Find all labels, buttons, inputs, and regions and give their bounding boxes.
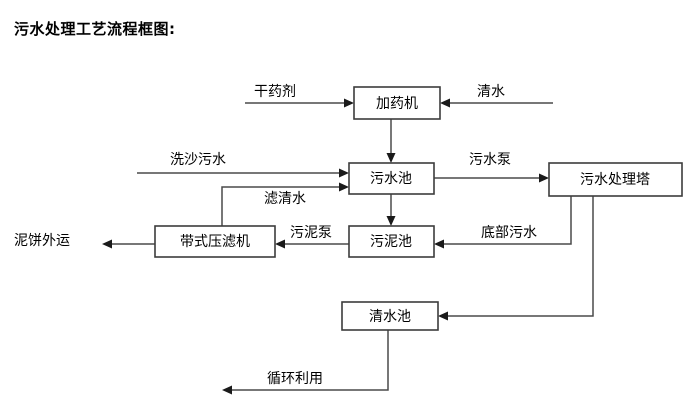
edge-label-recycle: 循环利用 bbox=[267, 371, 323, 387]
node-label-treatment-tower: 污水处理塔 bbox=[580, 172, 650, 188]
node-label-wastewater-pool: 污水池 bbox=[370, 171, 412, 187]
terminal-label-mud-cake-out: 泥饼外运 bbox=[14, 233, 70, 249]
edge-sandwash-to-wastewater-pool bbox=[137, 168, 349, 178]
edge-press-to-mud-cake bbox=[102, 239, 155, 249]
edge-sludge-pool-to-press bbox=[275, 239, 349, 249]
node-label-belt-filter-press: 带式压滤机 bbox=[180, 234, 250, 250]
terminal-label-dry-chemical: 干药剂 bbox=[254, 84, 296, 100]
node-dosing-machine[interactable]: 加药机 bbox=[353, 86, 441, 120]
node-label-sludge-pool: 污泥池 bbox=[370, 234, 412, 250]
edge-label-wastewater-pump: 污水泵 bbox=[469, 152, 511, 168]
node-sludge-pool[interactable]: 污泥池 bbox=[348, 225, 435, 258]
page-title: 污水处理工艺流程框图: bbox=[14, 20, 176, 38]
edge-tower-to-clean-water-pool bbox=[438, 196, 594, 321]
node-clean-water-pool[interactable]: 清水池 bbox=[341, 301, 439, 331]
node-belt-filter-press[interactable]: 带式压滤机 bbox=[154, 225, 276, 258]
node-label-clean-water-pool: 清水池 bbox=[369, 309, 411, 325]
edge-label-bottom-wastewater: 底部污水 bbox=[481, 225, 537, 241]
edge-clean-water-to-dosing bbox=[440, 98, 553, 108]
terminal-label-sand-wash-wastewater: 洗沙污水 bbox=[170, 152, 226, 168]
edge-dry-chemical-to-dosing bbox=[245, 98, 354, 108]
edge-tower-to-sludge-pool bbox=[434, 196, 572, 249]
edge-filtrate-to-wastewater-pool bbox=[221, 182, 349, 226]
edge-wastewater-pool-to-tower bbox=[434, 173, 549, 183]
node-label-dosing-machine: 加药机 bbox=[376, 96, 418, 112]
edge-label-filtrate: 滤清水 bbox=[264, 191, 306, 207]
edge-dosing-to-wastewater-pool bbox=[386, 119, 396, 163]
edge-label-sludge-pump: 污泥泵 bbox=[290, 225, 332, 241]
terminal-label-clean-water: 清水 bbox=[477, 84, 505, 100]
node-wastewater-pool[interactable]: 污水池 bbox=[348, 162, 435, 195]
edge-clean-water-pool-recycle bbox=[222, 330, 389, 395]
edge-wastewater-pool-to-sludge-pool bbox=[386, 194, 396, 226]
node-treatment-tower[interactable]: 污水处理塔 bbox=[548, 162, 683, 197]
